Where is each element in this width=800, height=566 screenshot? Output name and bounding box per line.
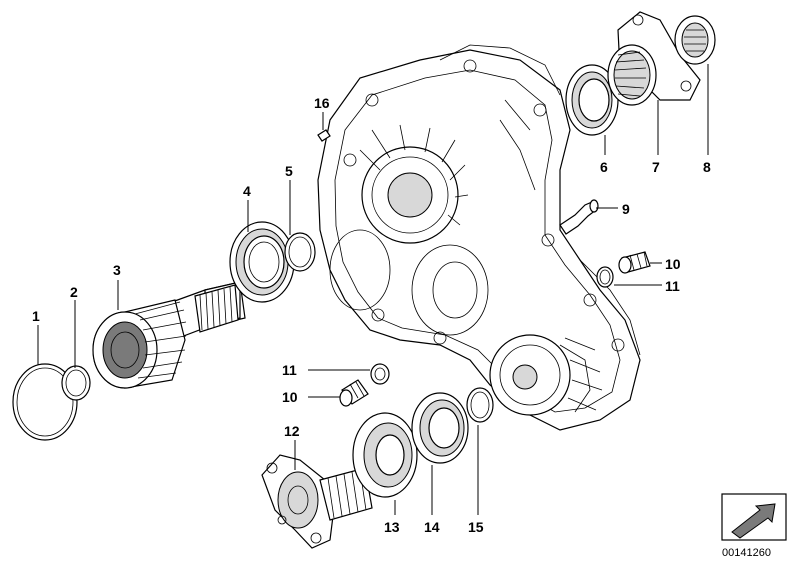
callout-10-upper: 10	[665, 256, 681, 272]
callout-4: 4	[243, 183, 251, 199]
part-9-breather-pipe	[559, 199, 599, 235]
part-16-dowel-pin	[317, 129, 331, 142]
part-4-shaft-seal	[229, 221, 295, 303]
part-14-shaft-seal	[411, 392, 469, 464]
callout-2: 2	[70, 284, 78, 300]
reference-badge: 00141260	[721, 493, 787, 559]
arrow-icon	[731, 503, 776, 539]
callout-11-upper: 11	[665, 278, 680, 294]
transfer-case-housing	[317, 44, 641, 431]
callout-14: 14	[424, 519, 440, 535]
part-10-screw-plug-lower	[339, 379, 369, 407]
callout-13: 13	[384, 519, 400, 535]
callout-10-lower: 10	[282, 389, 298, 405]
part-11-seal-ring-upper	[596, 266, 614, 288]
part-8-collar-nut	[674, 15, 716, 65]
leader-lines	[37, 64, 709, 515]
part-11-seal-ring-lower	[370, 363, 390, 385]
callout-6: 6	[600, 159, 608, 175]
callout-15: 15	[468, 519, 484, 535]
callout-7: 7	[652, 159, 660, 175]
part-2-circlip	[61, 365, 91, 401]
part-13-seal-cover	[352, 412, 418, 498]
callout-8: 8	[703, 159, 711, 175]
callout-9: 9	[622, 201, 630, 217]
part-7-output-flange	[607, 11, 701, 106]
callout-12: 12	[284, 423, 300, 439]
reference-code: 00141260	[722, 547, 771, 559]
callout-1: 1	[32, 308, 40, 324]
callout-3: 3	[113, 262, 121, 278]
callout-11-lower: 11	[282, 362, 297, 378]
callout-5: 5	[285, 163, 293, 179]
part-5-o-ring	[284, 232, 316, 272]
part-12-output-flange-front	[261, 454, 373, 549]
callouts: 1 2 3 4 5 6 7 8 9 10 11 11 10 12 13 14 1…	[32, 95, 711, 535]
part-15-o-ring	[466, 387, 494, 423]
part-3-input-shaft	[92, 281, 246, 389]
callout-16: 16	[314, 95, 330, 111]
part-1-o-ring	[12, 363, 78, 441]
part-6-shaft-seal	[565, 64, 619, 136]
part-10-screw-plug-upper	[618, 251, 651, 274]
